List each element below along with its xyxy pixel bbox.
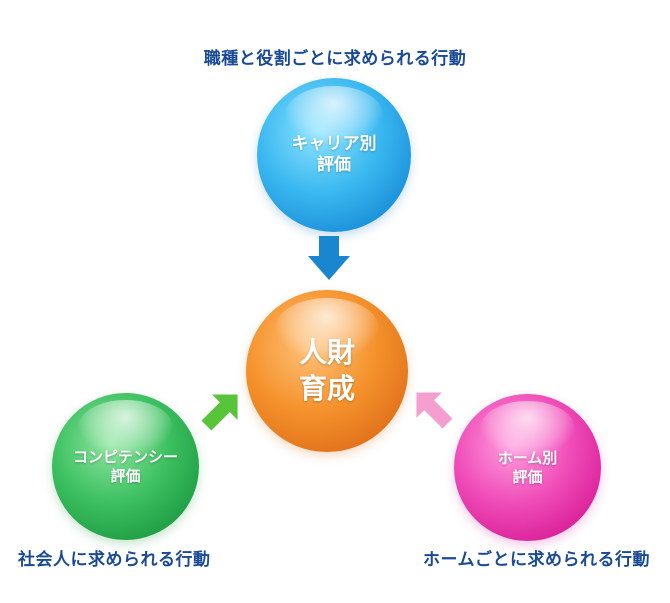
career-evaluation-ball: キャリア別 評価 [257, 78, 411, 232]
career-ball-label-2: 評価 [317, 155, 351, 175]
competency-evaluation-ball: コンピテンシー 評価 [52, 393, 199, 540]
arrow-down-icon [308, 236, 350, 280]
home-ball-label-2: 評価 [512, 467, 543, 486]
caption-home: ホームごとに求められる行動 [423, 550, 650, 570]
home-ball-label-1: ホーム別 [497, 448, 558, 467]
center-ball-label-2: 育成 [298, 372, 355, 405]
talent-development-ball: 人財 育成 [246, 290, 408, 452]
caption-society: 社会人に求められる行動 [18, 550, 211, 570]
competency-ball-label-1: コンピテンシー [72, 447, 178, 466]
caption-career: 職種と役割ごとに求められる行動 [203, 49, 467, 69]
competency-ball-label-2: 評価 [110, 466, 141, 485]
center-ball-label-1: 人財 [298, 335, 355, 369]
arrow-up-left-pink-icon [416, 392, 453, 429]
career-ball-label-1: キャリア別 [291, 133, 377, 154]
home-evaluation-ball: ホーム別 評価 [454, 394, 601, 541]
arrow-up-right-green-icon [201, 394, 238, 431]
